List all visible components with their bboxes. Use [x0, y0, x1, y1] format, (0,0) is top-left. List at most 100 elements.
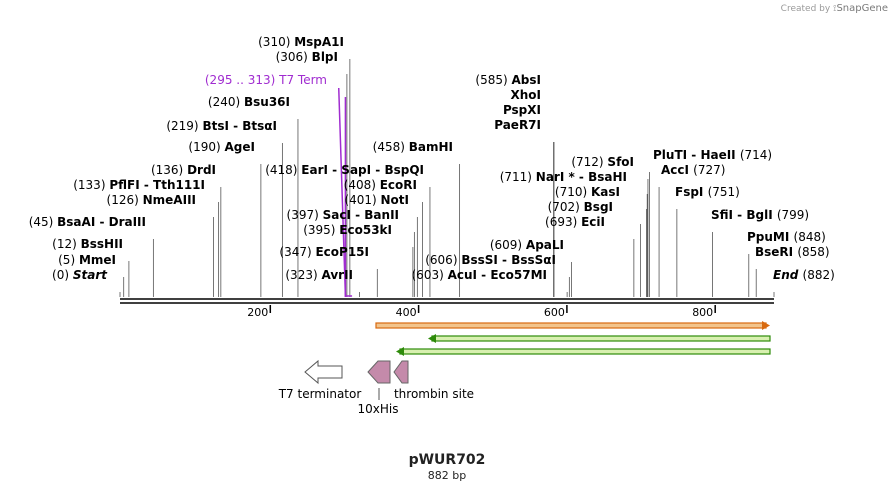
his-tag-arrow[interactable] [367, 360, 391, 384]
site-label[interactable]: (408) EcoRI [344, 178, 417, 192]
site-label[interactable]: (585) AbsI [475, 73, 541, 87]
site-name: EarI - SapI - BspQI [301, 163, 424, 177]
site-name: Bsu36I [244, 95, 290, 109]
site-label[interactable]: (609) ApaLI [490, 238, 564, 252]
site-label[interactable]: FspI (751) [675, 185, 740, 199]
site-position: (714) [740, 148, 772, 162]
site-name: AccI [661, 163, 693, 177]
site-name: PflFI - Tth111I [109, 178, 205, 192]
site-label[interactable]: (310) MspA1I [258, 35, 344, 49]
site-name: BssHII [81, 237, 123, 251]
site-position: (295 .. 313) [205, 73, 279, 87]
site-label[interactable]: (458) BamHI [373, 140, 453, 154]
site-name: PpuMI [747, 230, 794, 244]
site-position: (12) [52, 237, 80, 251]
site-position: (240) [208, 95, 244, 109]
site-label[interactable]: AccI (727) [661, 163, 725, 177]
site-label[interactable]: PpuMI (848) [747, 230, 826, 244]
site-label[interactable]: (395) Eco53kI [303, 223, 392, 237]
feature-label-t7-terminator: T7 terminator [278, 387, 362, 401]
site-label[interactable]: (702) BsgI [548, 200, 613, 214]
site-position: (219) [166, 119, 202, 133]
snapgene-credit: Created by ⟟SnapGene [781, 3, 888, 14]
site-name: PspXI [503, 103, 541, 117]
site-position: (5) [58, 253, 79, 267]
site-position: (609) [490, 238, 526, 252]
orf-green-2[interactable] [396, 347, 771, 356]
site-label[interactable]: (45) BsaAI - DraIII [29, 215, 146, 229]
t7-terminator-arrow[interactable] [304, 359, 343, 385]
site-label[interactable]: (712) SfoI [571, 155, 634, 169]
site-label[interactable]: (295 .. 313) T7 Term [205, 73, 327, 87]
site-label[interactable]: (219) BtsI - BtsαI [166, 119, 277, 133]
site-name: MmeI [79, 253, 116, 267]
site-position: (858) [797, 245, 829, 259]
site-name: SfiI - BglI [711, 208, 777, 222]
site-label[interactable]: (401) NotI [344, 193, 409, 207]
site-label[interactable]: (240) Bsu36I [208, 95, 290, 109]
axis-tick-label: 200 [247, 306, 268, 319]
site-position: (603) [412, 268, 448, 282]
site-label[interactable]: (397) SacI - BanII [287, 208, 399, 222]
site-label[interactable]: (711) NarI * - BsaHI [500, 170, 627, 184]
site-name: AbsI [512, 73, 541, 87]
site-label[interactable]: (126) NmeAIII [107, 193, 196, 207]
site-label[interactable]: (603) AcuI - Eco57MI [412, 268, 548, 282]
site-label[interactable]: (323) AvrII [285, 268, 353, 282]
site-label[interactable]: (710) KasI [555, 185, 620, 199]
site-label[interactable]: SfiI - BglI (799) [711, 208, 809, 222]
site-name: EcoP15I [315, 245, 369, 259]
site-labels: (310) MspA1I(306) BlpI (295 .. 313) T7 Te… [29, 35, 835, 282]
site-label[interactable]: (133) PflFI - Tth111I [73, 178, 205, 192]
thrombin-site-arrow[interactable] [393, 360, 409, 384]
site-name: AvrII [321, 268, 353, 282]
snapgene-logo-icon: ⟟ [833, 4, 837, 14]
site-name: SfoI [607, 155, 634, 169]
site-name: NmeAIII [143, 193, 196, 207]
site-label[interactable]: (693) EciI [545, 215, 605, 229]
axis-tick-label: 800 [692, 306, 713, 319]
site-position: (395) [303, 223, 339, 237]
site-name: XhoI [510, 88, 541, 102]
site-label[interactable]: (136) DrdI [151, 163, 216, 177]
site-label[interactable]: (5) MmeI [58, 253, 116, 267]
feature-label-thrombin-site: thrombin site [394, 387, 474, 401]
site-name: NotI [381, 193, 410, 207]
site-name: AgeI [225, 140, 255, 154]
site-label[interactable]: (418) EarI - SapI - BspQI [265, 163, 424, 177]
plasmid-length: 882 bp [427, 469, 467, 482]
site-label[interactable]: PspXI [503, 103, 541, 117]
orf-green-1[interactable] [428, 334, 771, 343]
site-label[interactable]: PaeR7I [494, 118, 541, 132]
site-name: PaeR7I [494, 118, 541, 132]
site-label[interactable]: (306) BlpI [276, 50, 338, 64]
site-label[interactable]: (0) Start [52, 268, 108, 282]
site-label[interactable]: (12) BssHII [52, 237, 123, 251]
site-position: (882) [803, 268, 835, 282]
site-label[interactable]: (347) EcoP15I [279, 245, 369, 259]
site-name: BsaAI - DraIII [57, 215, 146, 229]
site-position: (848) [794, 230, 826, 244]
site-position: (711) [500, 170, 536, 184]
site-position: (323) [285, 268, 321, 282]
site-name: T7 Term [278, 73, 327, 87]
site-label[interactable]: (190) AgeI [188, 140, 255, 154]
site-position: (751) [708, 185, 740, 199]
site-name: NarI * - BsaHI [536, 170, 627, 184]
site-label[interactable]: (606) BssSI - BssSαI [425, 253, 556, 267]
site-label[interactable]: BseRI (858) [755, 245, 830, 259]
site-position: (0) [52, 268, 73, 282]
site-position: (712) [571, 155, 607, 169]
site-name: BsgI [584, 200, 613, 214]
orf-orange[interactable] [375, 321, 770, 330]
site-position: (401) [344, 193, 380, 207]
site-label[interactable]: End (882) [773, 268, 835, 282]
site-label[interactable]: XhoI [510, 88, 541, 102]
site-name: FspI [675, 185, 708, 199]
site-label[interactable]: PluTI - HaeII (714) [653, 148, 772, 162]
site-position: (347) [279, 245, 315, 259]
axis-tick-label: 400 [396, 306, 417, 319]
site-name: PluTI - HaeII [653, 148, 740, 162]
